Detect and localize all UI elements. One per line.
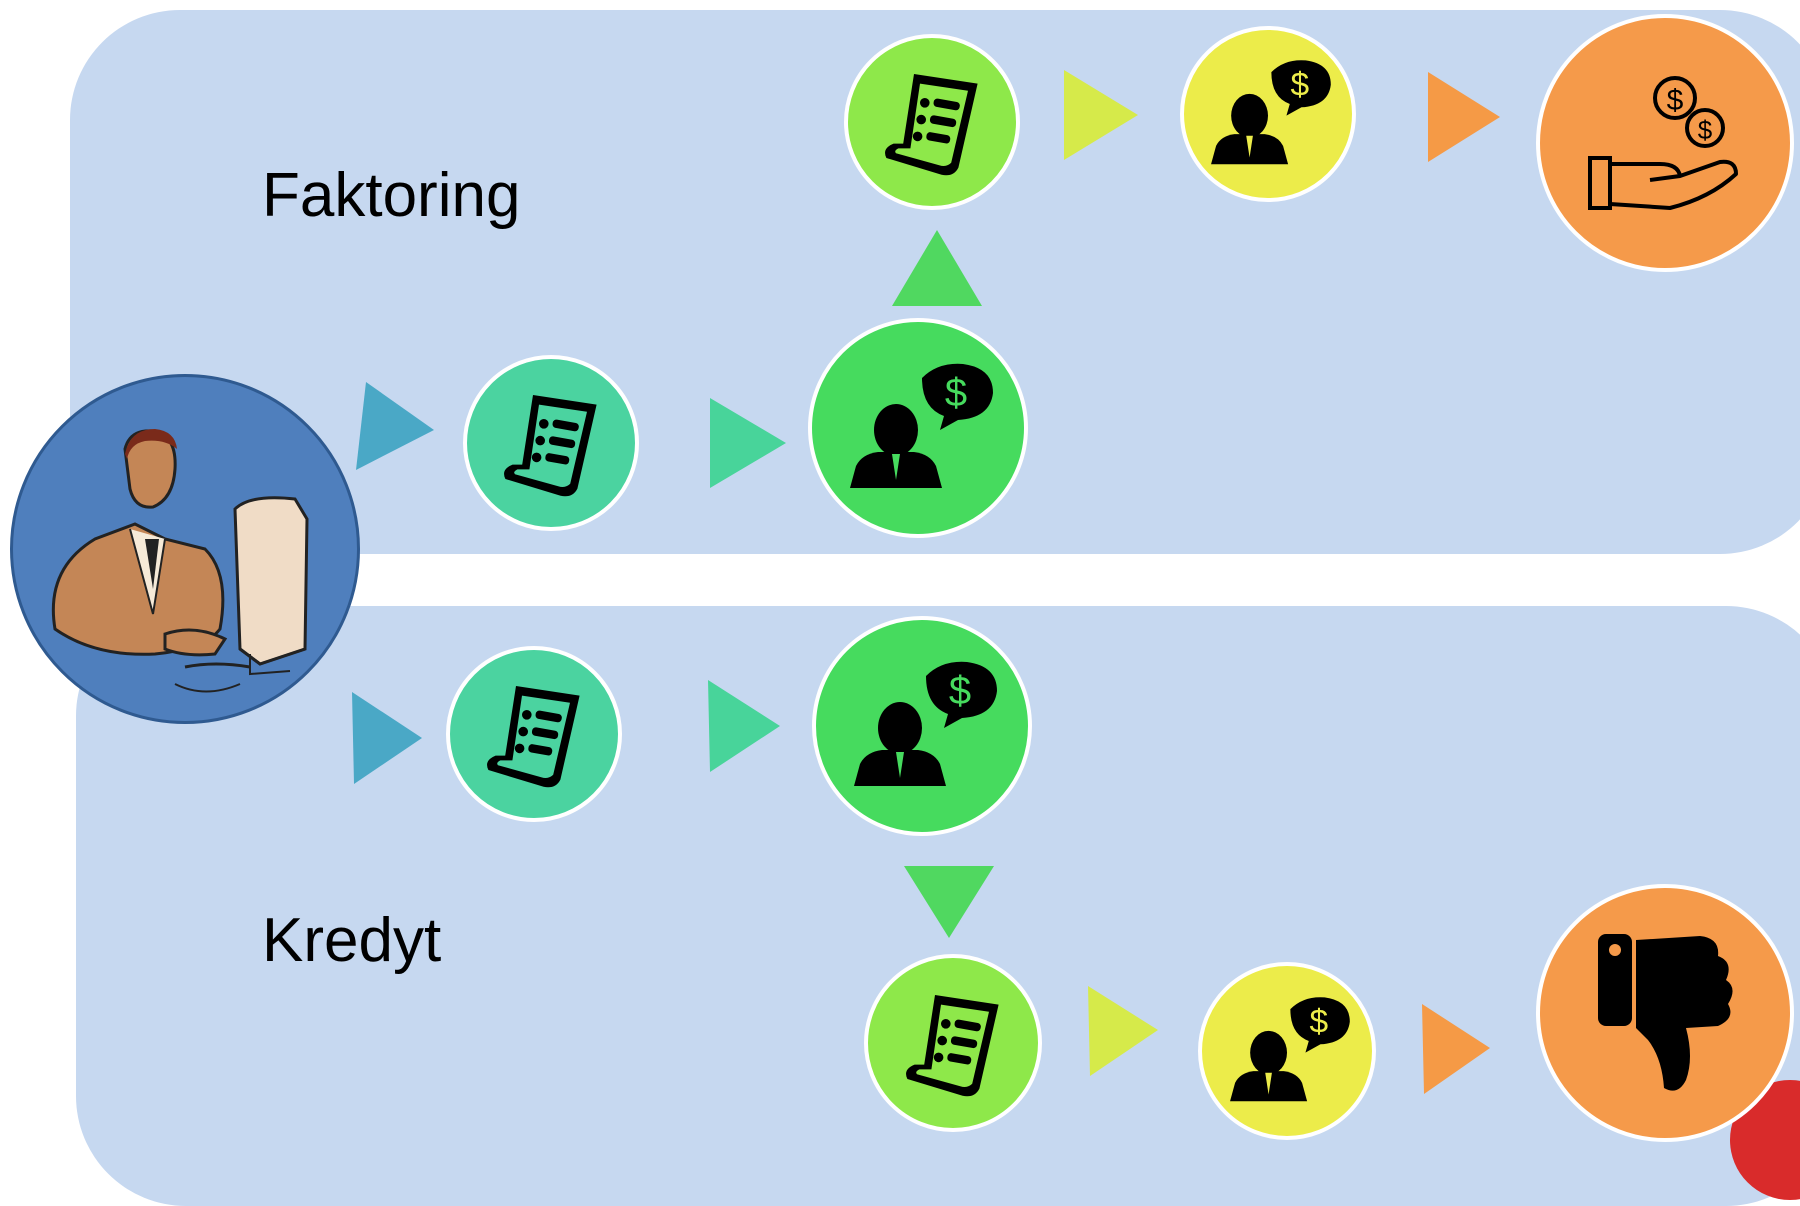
arrow-right-icon	[356, 382, 434, 470]
banker-dollar-icon: $	[1180, 26, 1356, 202]
arrow-right-icon	[710, 398, 786, 488]
svg-text:$: $	[1667, 84, 1684, 117]
arrow-right-icon	[1422, 1004, 1490, 1094]
arrow-up-icon	[892, 230, 982, 306]
svg-text:$: $	[945, 371, 967, 415]
hand-coins-icon: $ $	[1536, 14, 1794, 272]
thumbs-down-icon	[1536, 884, 1794, 1142]
invoice-icon	[463, 355, 639, 531]
arrow-right-icon	[1064, 70, 1138, 160]
kredyt-label: Kredyt	[262, 906, 442, 975]
svg-text:$: $	[1698, 115, 1713, 145]
faktoring-label: Faktoring	[262, 161, 521, 230]
arrow-down-icon	[904, 866, 994, 938]
arrow-right-icon	[352, 692, 422, 784]
arrow-right-icon	[708, 680, 780, 772]
banker-dollar-icon: $	[808, 318, 1028, 538]
person-at-computer-icon	[10, 374, 360, 724]
svg-text:$: $	[1291, 67, 1310, 104]
svg-text:$: $	[1310, 1004, 1329, 1041]
invoice-icon	[844, 34, 1020, 210]
banker-dollar-icon: $	[812, 616, 1032, 836]
svg-text:$: $	[949, 669, 971, 713]
arrow-right-icon	[1428, 72, 1500, 162]
invoice-icon	[864, 954, 1042, 1132]
invoice-icon	[446, 646, 622, 822]
banker-dollar-icon: $	[1198, 962, 1376, 1140]
arrow-right-icon	[1088, 986, 1158, 1076]
